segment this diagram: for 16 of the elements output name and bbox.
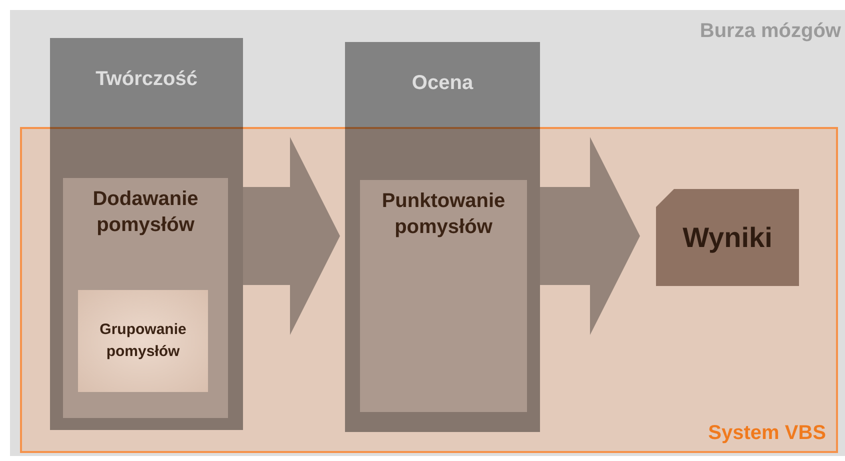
stage-column bbox=[345, 42, 540, 432]
node-label: Burza mózgów bbox=[700, 20, 841, 43]
node-label: Dodawanie pomysłów bbox=[92, 187, 200, 238]
node-label: Twórczość bbox=[94, 68, 198, 91]
node-label: Grupowanie pomysłów bbox=[98, 320, 188, 362]
subprocess-box bbox=[78, 290, 208, 392]
result-box bbox=[656, 189, 799, 286]
node-label: Punktowanie pomysłów bbox=[380, 189, 506, 240]
process-box bbox=[360, 180, 527, 412]
background-panel bbox=[10, 10, 845, 456]
node-label: Wyniki bbox=[682, 222, 772, 254]
block-arrow bbox=[243, 137, 340, 335]
process-box bbox=[63, 178, 228, 418]
node-label: System VBS bbox=[708, 422, 826, 445]
node-label: Ocena bbox=[410, 72, 474, 95]
block-arrow bbox=[540, 137, 640, 335]
